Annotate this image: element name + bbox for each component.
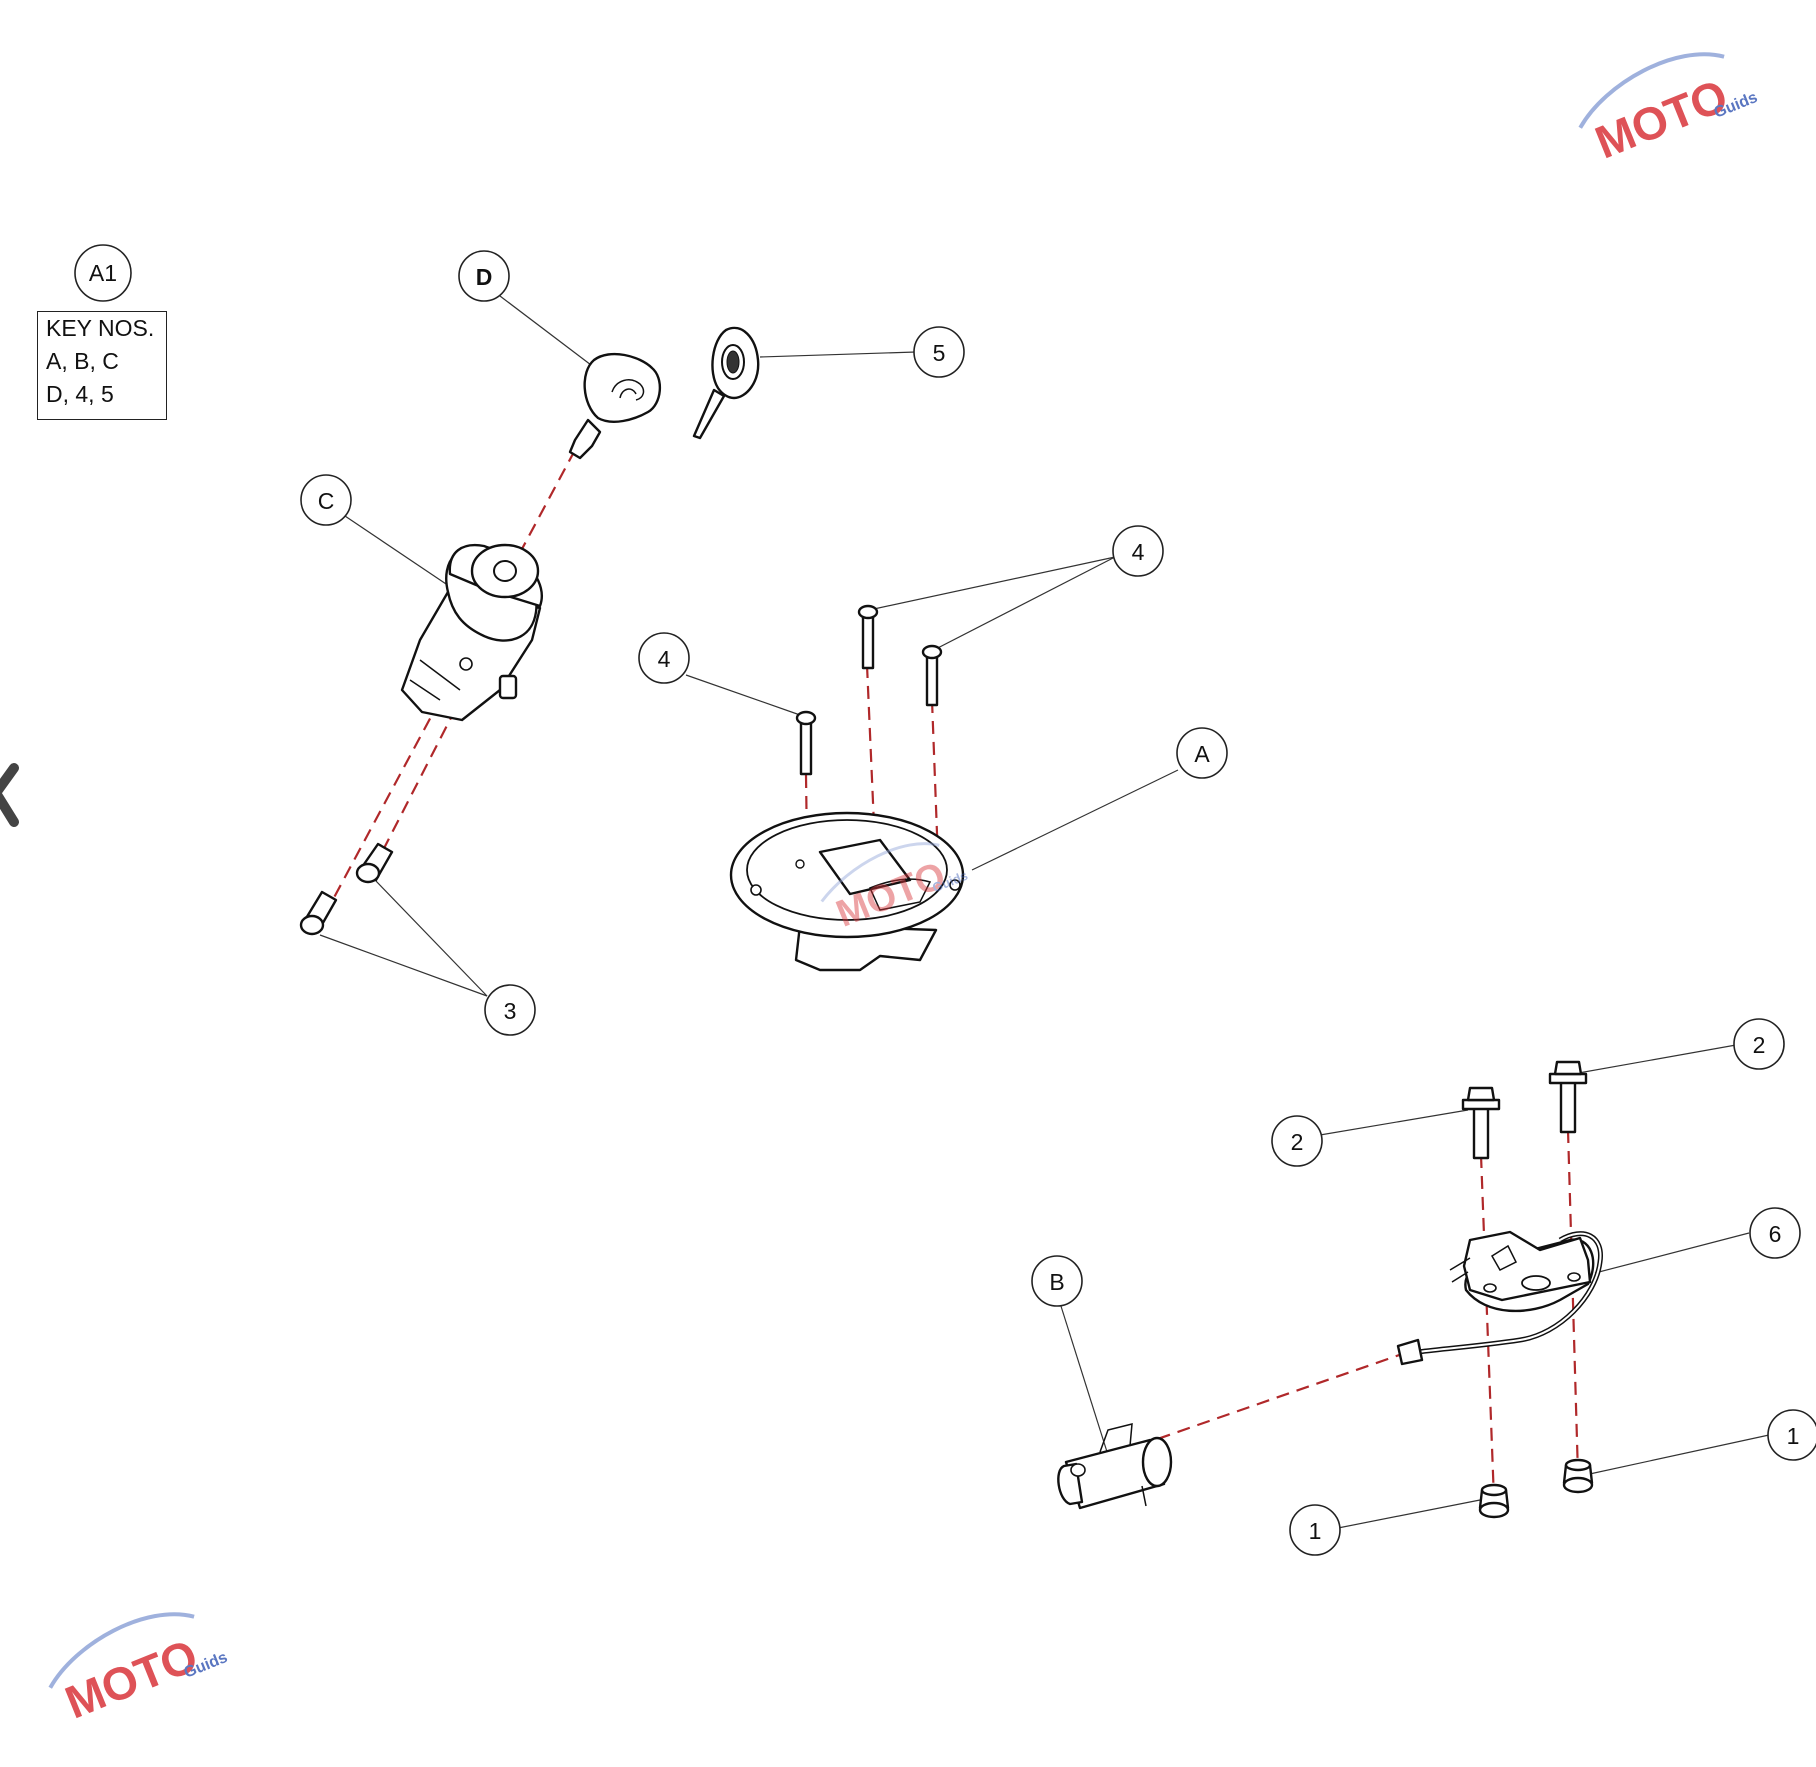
svg-text:D: D [476,264,493,290]
bolts-part-3 [299,842,394,936]
spare-key-part-5 [692,326,760,440]
callout-b: B [1031,1255,1083,1307]
callout-4-upper: 4 [1112,525,1164,577]
callout-1-left: 1 [1289,1504,1341,1556]
svg-text:6: 6 [1769,1221,1782,1247]
screws-part-4 [795,604,943,776]
svg-text:MOTO: MOTO [58,1629,205,1729]
flange-bolts-part-2 [1461,1060,1588,1160]
ignition-key-part-d [568,352,661,460]
callout-4-left: 4 [638,632,690,684]
callout-d: D [458,250,510,302]
svg-text:A1: A1 [89,260,117,286]
callout-2-left: 2 [1271,1115,1323,1167]
watermark-logo-top: MOTO Guids [1578,52,1760,169]
legend-title: KEY NOS. [46,315,155,341]
watermark-logo-bottom: MOTO Guids [48,1612,230,1729]
callout-3: 3 [484,984,536,1036]
svg-text:2: 2 [1291,1129,1304,1155]
svg-text:1: 1 [1309,1518,1322,1544]
callout-a1: A1 [74,244,132,302]
mount-bracket-part-6 [1396,1230,1603,1366]
legend-line-1: A, B, C [46,348,119,374]
legend-line-2: D, 4, 5 [46,381,114,407]
svg-text:4: 4 [1132,539,1145,565]
svg-text:1: 1 [1787,1423,1800,1449]
svg-text:A: A [1194,741,1210,767]
svg-text:4: 4 [658,646,671,672]
callout-a: A [1176,727,1228,779]
chevron-left-icon[interactable] [0,763,19,827]
svg-text:3: 3 [504,998,517,1024]
svg-text:MOTO: MOTO [1588,69,1735,169]
fuel-cap-part-a [729,811,965,972]
callout-2-right: 2 [1733,1018,1785,1070]
svg-text:C: C [318,488,335,514]
grommets-part-1 [1478,1458,1594,1519]
leader-lines [319,295,1770,1529]
svg-text:2: 2 [1753,1032,1766,1058]
callout-1-right: 1 [1767,1409,1816,1461]
connector-part-b [1057,1423,1173,1510]
callout-6: 6 [1749,1207,1801,1259]
callout-c: C [300,474,352,526]
key-numbers-legend: KEY NOS. A, B, C D, 4, 5 [37,311,167,420]
svg-text:B: B [1049,1269,1064,1295]
ignition-switch-part-c [400,543,543,722]
svg-text:5: 5 [933,340,946,366]
callout-5: 5 [913,326,965,378]
